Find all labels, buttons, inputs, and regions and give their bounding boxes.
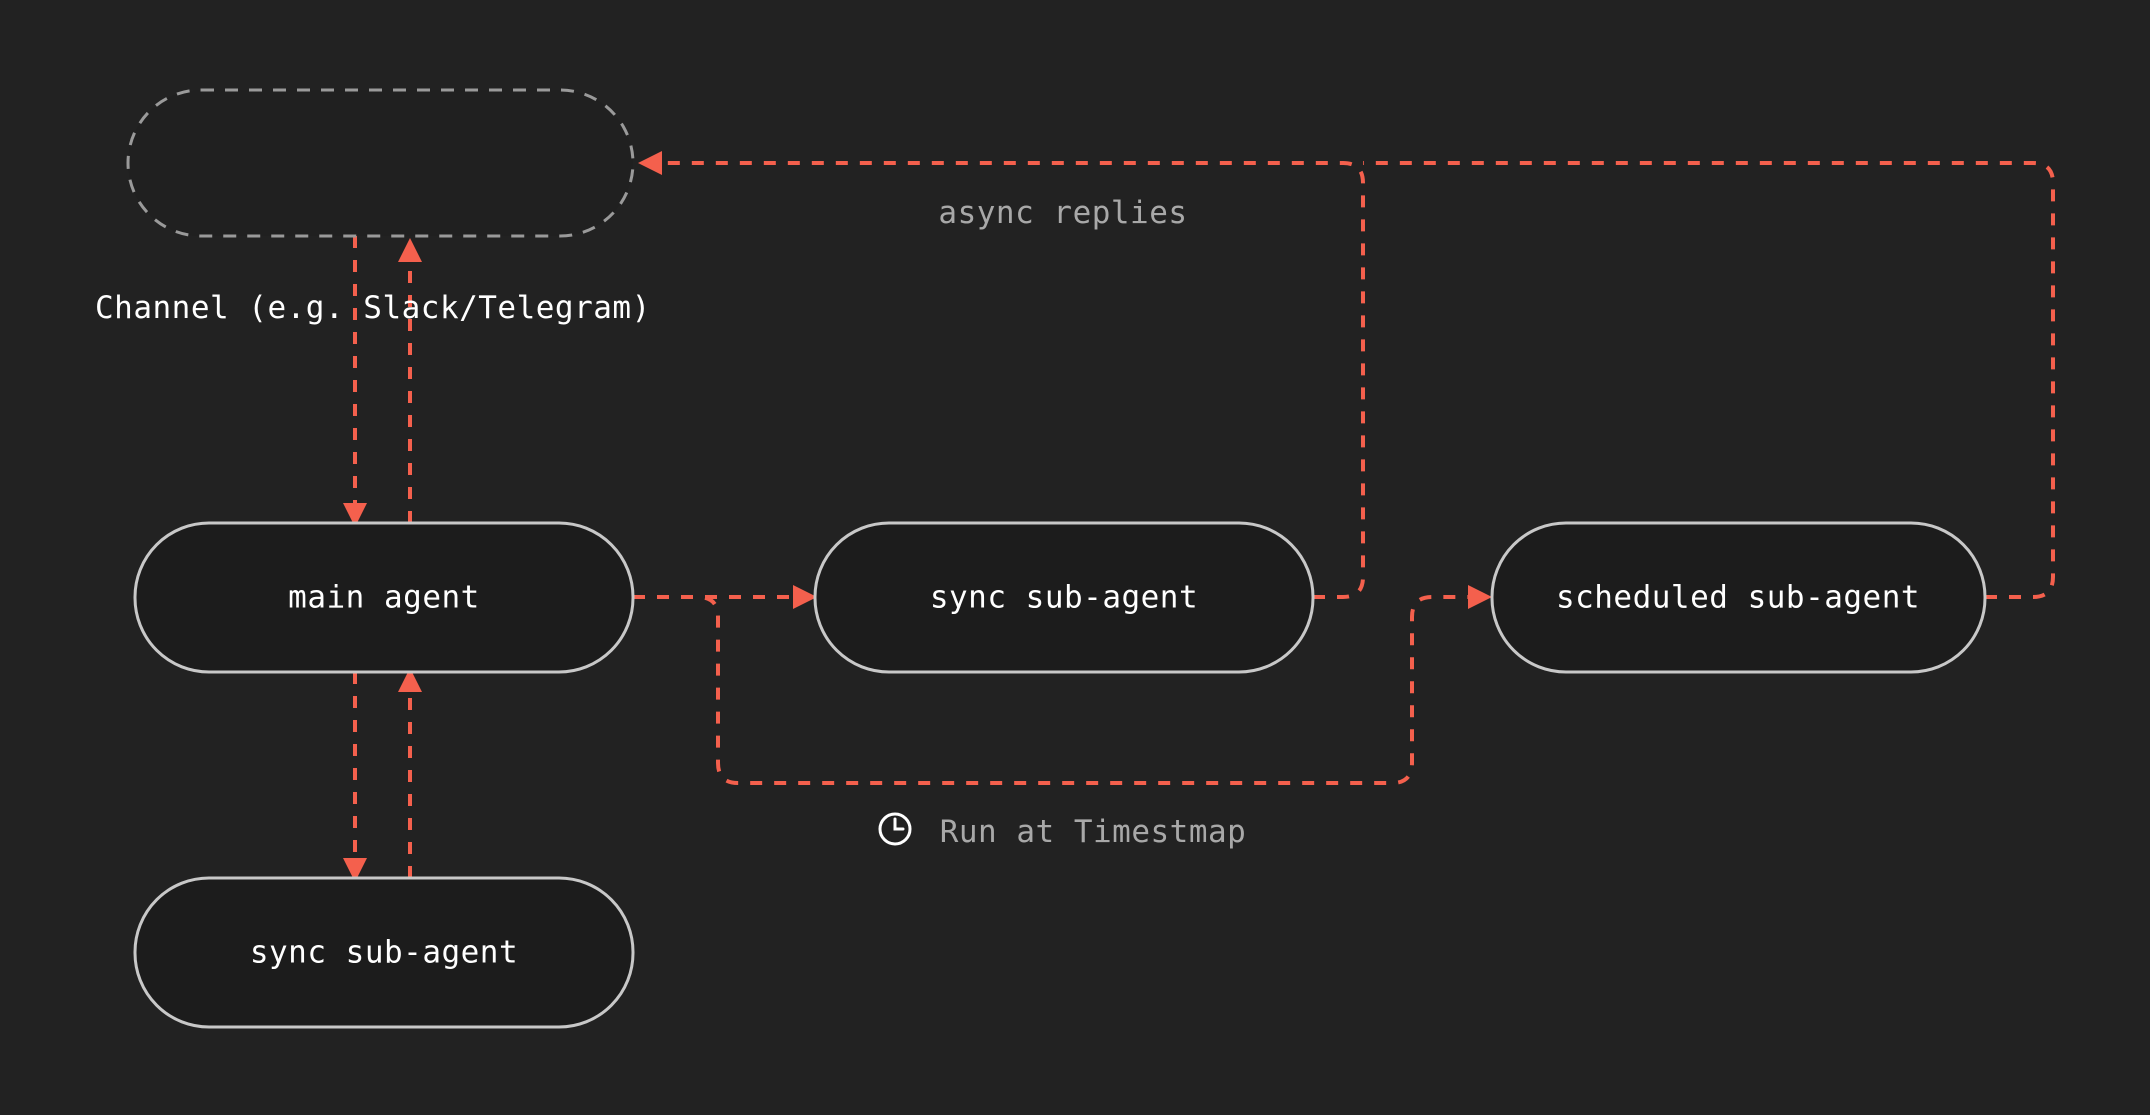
edge-main-agent-to-sync-sub-agent-bottom (343, 672, 367, 882)
run-at-timestamp-edge-label-group: Run at Timestmap (878, 812, 1247, 850)
node-scheduled-sub-agent[interactable]: scheduled sub-agent (1490, 521, 1987, 674)
node-main-agent-label: main agent (288, 580, 480, 616)
node-sync-sub-agent-bottom[interactable]: sync sub-agent (133, 876, 635, 1029)
edge-sync-sub-agent-bottom-to-main-agent (398, 668, 422, 878)
edge-main-agent-to-scheduled-sub-agent (633, 585, 1492, 785)
channel-caption-label: Channel (e.g. Slack/Telegram) (95, 290, 651, 326)
node-sync-sub-agent-right[interactable]: sync sub-agent (813, 521, 1315, 674)
node-sync-sub-agent-bottom-label: sync sub-agent (250, 935, 518, 971)
node-main-agent[interactable]: main agent (133, 521, 635, 674)
edge-scheduled-sub-agent-to-channel (1363, 161, 2055, 599)
clock-icon (878, 812, 912, 846)
async-replies-edge-label: async replies (938, 195, 1187, 231)
node-scheduled-sub-agent-label: scheduled sub-agent (1556, 580, 1920, 616)
node-sync-sub-agent-right-label: sync sub-agent (930, 580, 1198, 616)
node-channel[interactable] (126, 88, 635, 238)
edge-channel-to-main-agent (343, 236, 367, 527)
edge-main-agent-to-channel (398, 238, 422, 523)
edge-sync-sub-agent-to-channel (638, 151, 1365, 599)
run-at-timestamp-label: Run at Timestmap (940, 814, 1247, 850)
